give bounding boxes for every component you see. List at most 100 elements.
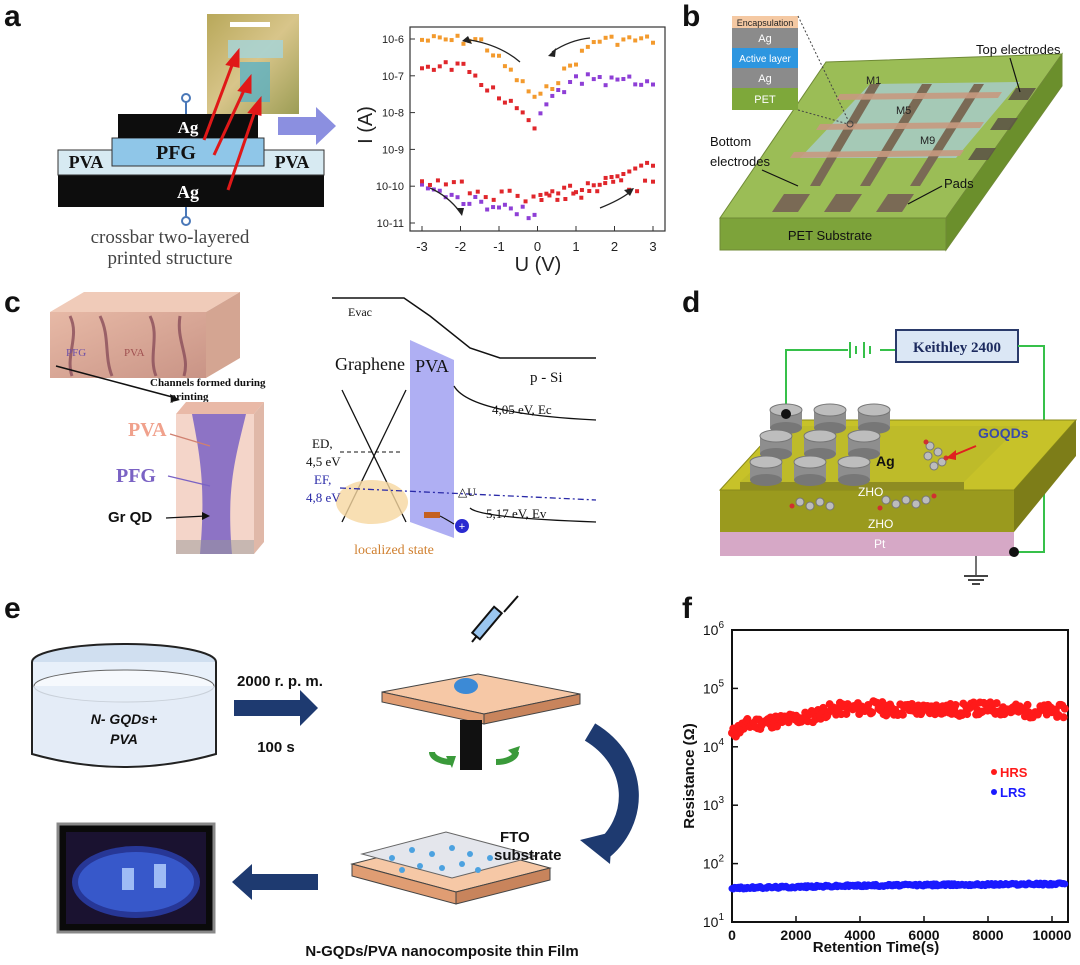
iv-point [497,53,501,58]
channels-label-1: Channels formed during [150,377,266,389]
iv-point [502,202,507,207]
ag-electrode-array [749,403,891,486]
ag-bottom-label: Ag [177,182,199,202]
iv-point [461,61,466,66]
iv-point [520,79,525,84]
iv-point [627,169,632,174]
iv-point [515,193,520,198]
iv-point [579,48,584,53]
pfg-label: PFG [116,465,156,487]
fermi-level-line [339,487,597,501]
iv-point [585,181,590,186]
retention-ytick: 106 [703,620,725,638]
localized-state-label: localized state [354,543,434,558]
iv-point [437,35,442,40]
retention-ytick: 103 [703,795,725,813]
uv-photo [56,822,216,934]
iv-ytick: 10-6 [382,34,404,46]
iv-xtick: -2 [455,239,467,254]
iv-point [502,64,507,69]
lrs-point [1061,880,1069,888]
iv-ytick: 10-9 [382,144,404,156]
iv-point [449,67,454,72]
iv-point [544,102,549,107]
pads-label: Pads [944,176,974,191]
iv-point [473,73,478,78]
m5-label: M5 [896,105,911,117]
legend-hrs-marker [991,769,997,775]
iv-point [574,74,578,79]
fto-label-2: substrate [494,847,562,864]
block-pfg-label: PFG [66,347,86,359]
hrs-point [992,699,1001,708]
zho-top-label: ZHO [858,485,883,499]
iv-ytick: 10-8 [382,108,404,120]
ef-label: EF, [314,472,331,487]
evac-label: Evac [348,305,372,319]
iv-point [627,35,632,40]
iv-point [467,201,472,206]
retention-ytick: 102 [703,854,725,872]
iv-point [556,191,561,196]
bottom-electrodes-label-2: electrodes [710,154,770,169]
legend: HRS LRS [991,765,1028,800]
caption-line-2: printed structure [107,248,232,269]
iv-point [473,194,478,199]
iv-point [571,191,576,196]
pad [990,118,1018,130]
iv-point [455,33,460,38]
iv-ytick: 10-11 [377,218,404,230]
iv-point [621,171,626,176]
solution-label-1: N- GQDs+ [91,711,158,727]
iv-point [427,182,432,187]
retention-xtick: 6000 [908,927,939,943]
iv-point [585,44,590,49]
hrs-point [784,718,793,727]
iv-point [485,88,490,93]
solution-beaker [31,643,217,768]
speed-label: 2000 r. p. m. [237,673,323,690]
iv-point [615,42,620,47]
sweep-arrow-icon [624,188,634,196]
iv-point [556,88,561,93]
ag-top-layer [118,114,258,138]
ag-top-label: Ag [178,118,199,137]
top-contact-icon [181,93,191,103]
iv-point [479,199,484,204]
retention-xtick: 8000 [972,927,1003,943]
iv-xtick: 1 [572,239,579,254]
iv-point [587,188,592,193]
iv-point [538,111,543,116]
psi-label: p - Si [530,370,563,386]
iv-point [526,216,531,221]
iv-point [539,197,544,202]
filled-states [336,480,408,524]
iv-point [615,77,620,82]
iv-point [425,186,430,191]
iv-point [609,75,614,80]
panel-a: Ag PFG PVA PVA Ag crossbar two-layered p… [57,14,666,276]
keithley-box [895,329,1019,363]
pva-left-label: PVA [69,152,104,172]
legend-hrs: HRS [1000,765,1028,780]
pt-label: Pt [874,537,886,551]
iv-point [611,179,616,184]
iv-point [574,62,578,67]
iv-point [483,195,488,200]
iv-point [550,189,555,194]
iv-point [485,48,490,53]
stack-ag-bottom: Ag [758,73,771,85]
fto-substrate [350,831,552,905]
iv-point [520,110,525,115]
iv-point [523,199,528,204]
iv-point [526,89,531,94]
ag-label: Ag [876,453,895,469]
pva-label: PVA [128,419,167,441]
iv-point [467,191,472,196]
retention-xtick: 2000 [780,927,811,943]
iv-point [514,106,519,111]
iv-xlabel: U (V) [515,254,562,276]
legend-lrs: LRS [1000,785,1026,800]
iv-point [455,61,460,66]
iv-point [651,179,655,184]
